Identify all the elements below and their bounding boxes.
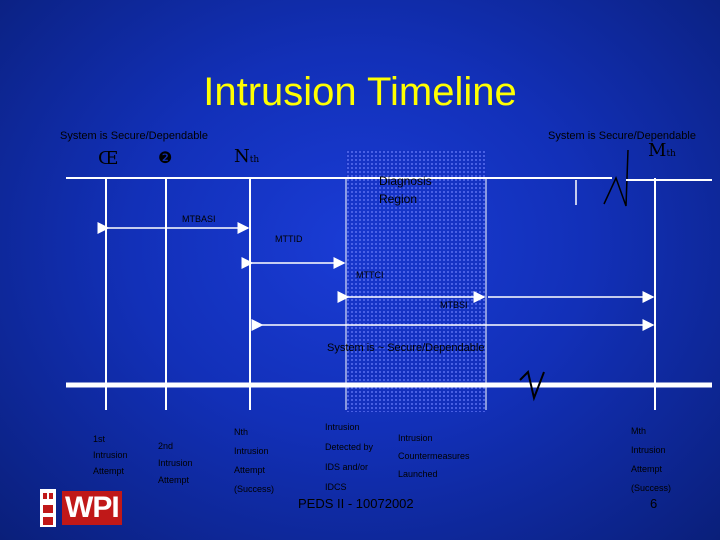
mttci-label: MTTCI (356, 270, 384, 280)
page-number: 6 (650, 496, 658, 511)
page-title: Intrusion Timeline (203, 70, 517, 114)
marker-nth: Nth (234, 146, 260, 167)
axis-break (519, 370, 545, 402)
mtbsi-label: MTBSI (440, 300, 468, 310)
logo-tower-icon (40, 489, 56, 527)
mttid-label: MTTID (275, 234, 303, 244)
footer-text: PEDS II - 10072002 (298, 496, 414, 511)
diagnosis-label: Diagnosis Region (379, 174, 432, 206)
marker-second: ❷ (158, 150, 173, 167)
mtbasi-label: MTBASI (182, 214, 216, 224)
not-secure-label: System is ~ Secure/Dependable (327, 342, 485, 354)
marker-mth: Mth (648, 140, 676, 161)
secure-break (603, 149, 629, 207)
diagnosis-region (346, 150, 486, 412)
secure-label-right: System is Secure/Dependable (548, 130, 696, 142)
secure-label-left: System is Secure/Dependable (60, 130, 208, 142)
marker-first: Œ (98, 148, 119, 169)
wpi-logo: WPI (36, 485, 122, 529)
